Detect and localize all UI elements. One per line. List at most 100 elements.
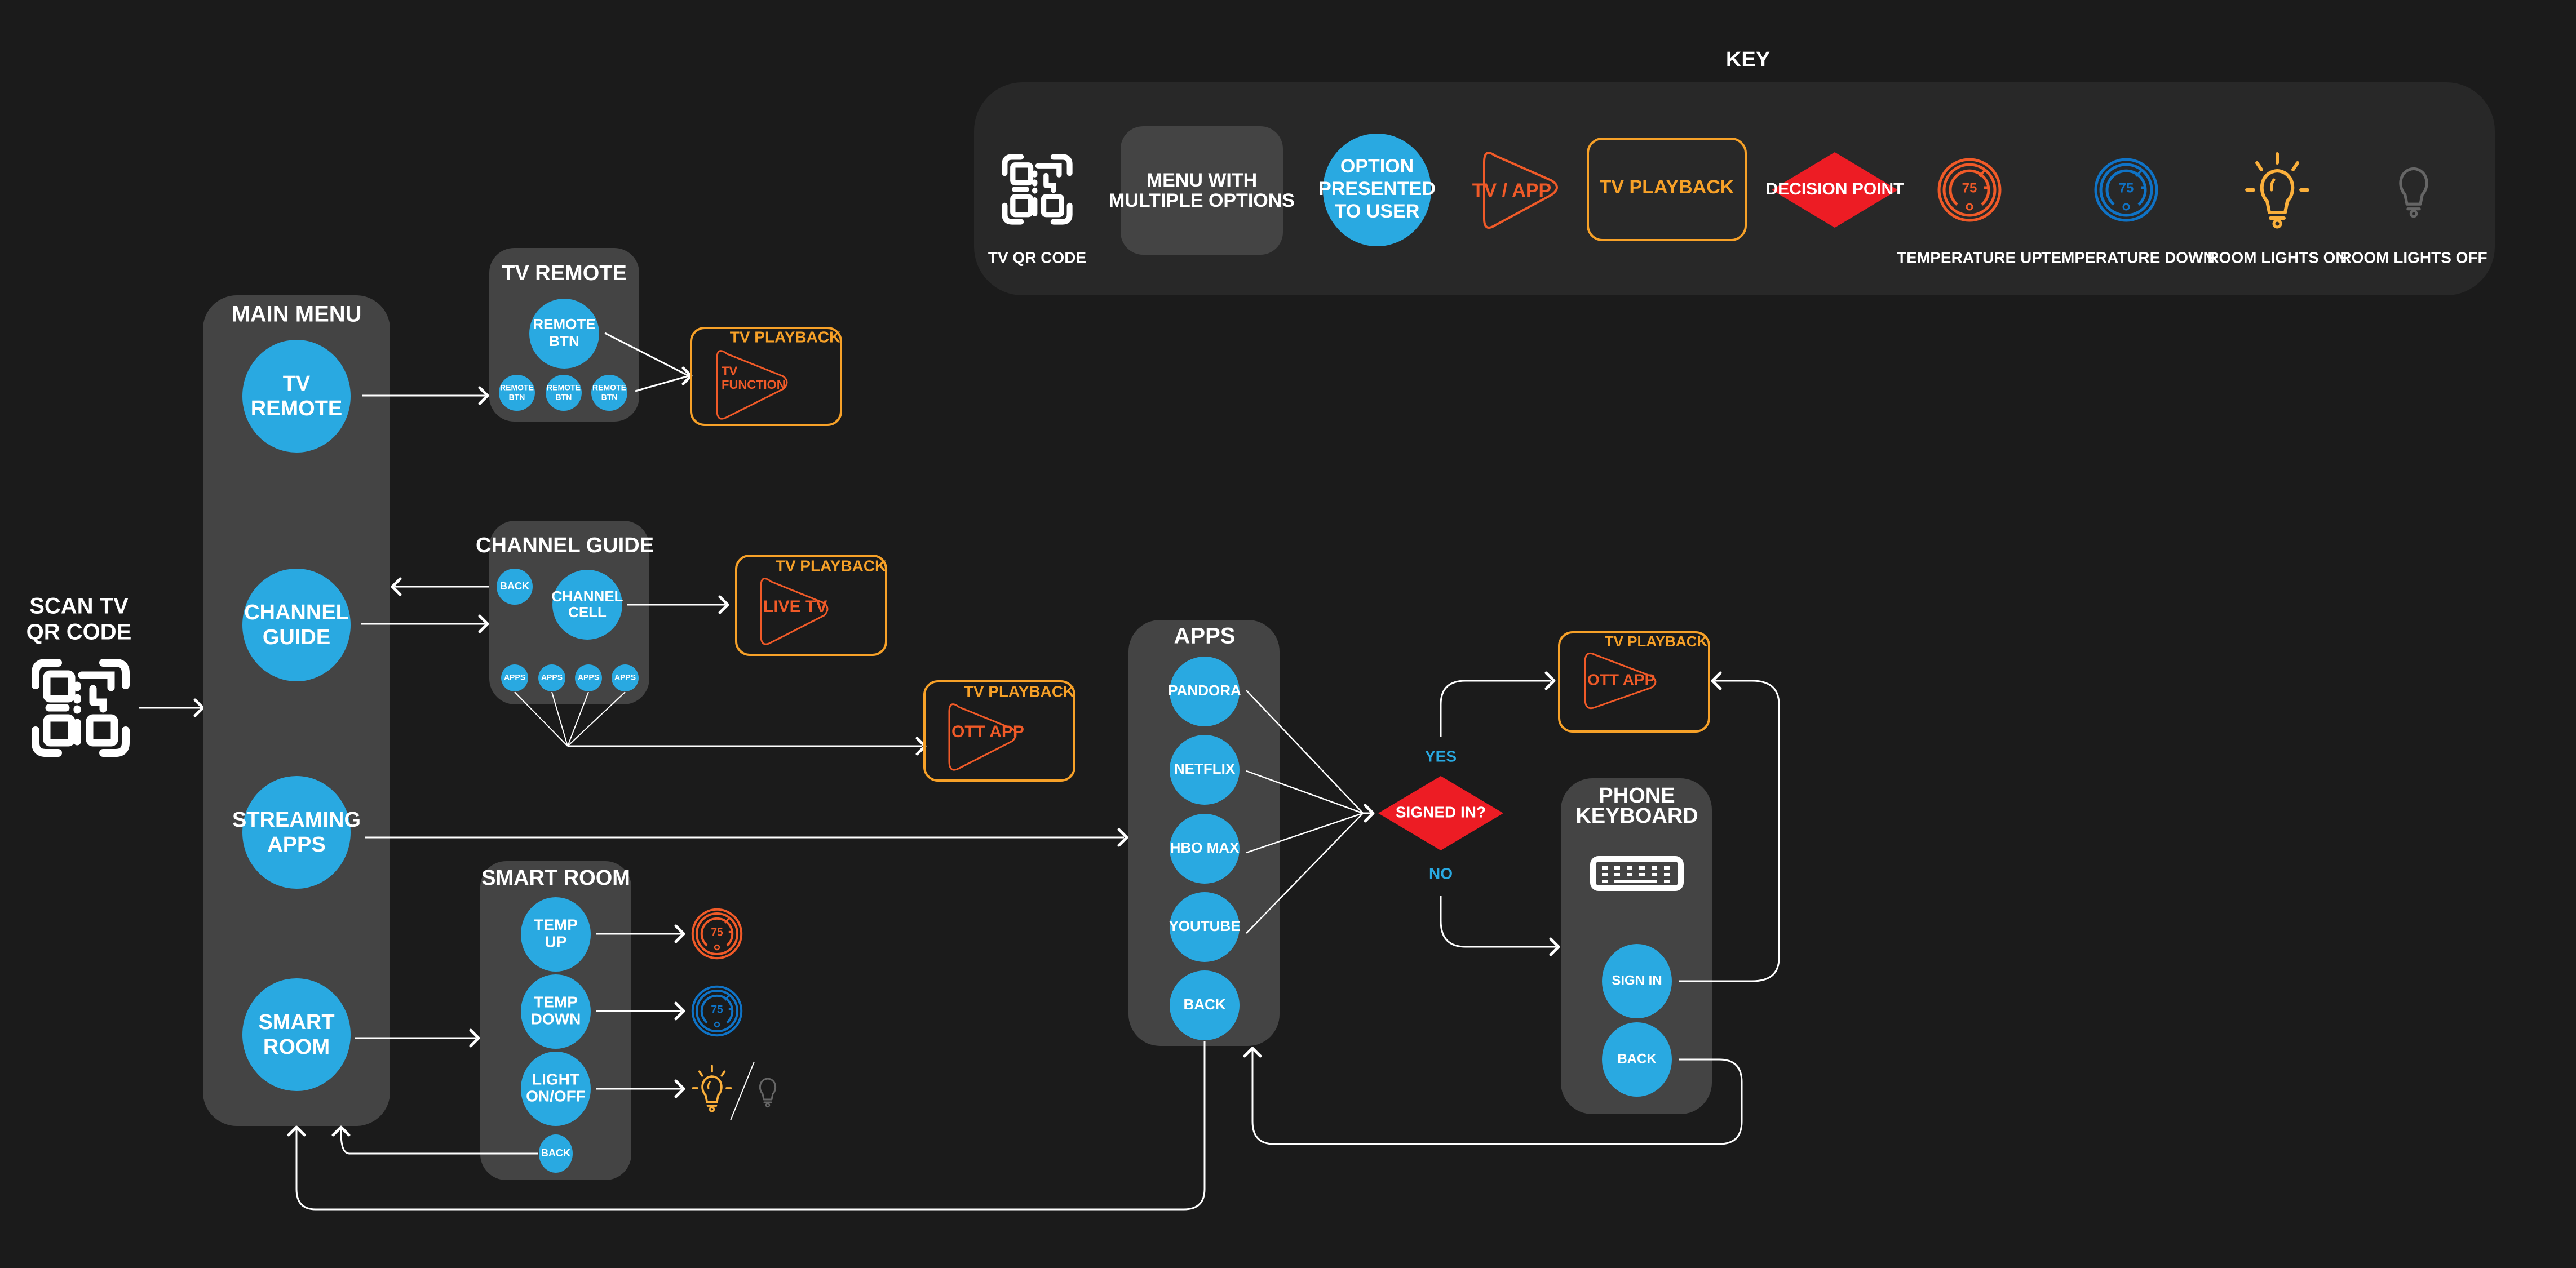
tv-remote-playback: TV PLAYBACK TV FUNCTION bbox=[690, 327, 842, 426]
tv-remote-small-btn-1[interactable]: REMOTE BTN bbox=[499, 375, 535, 411]
arrow-sign-in-to-ott bbox=[1679, 680, 1780, 982]
tv-remote-main-btn[interactable]: REMOTE BTN bbox=[529, 299, 599, 369]
key-label-lights-on: ROOM LIGHTS ON bbox=[2207, 249, 2347, 266]
key-item-lights-on: ROOM LIGHTS ON bbox=[2207, 154, 2347, 266]
apps-back[interactable]: BACK bbox=[1170, 970, 1240, 1040]
channel-guide-cell-btn[interactable]: CHANNEL CELL bbox=[551, 570, 623, 640]
playback-title: TV PLAYBACK bbox=[776, 557, 887, 574]
key-label-lights-off: ROOM LIGHTS OFF bbox=[2340, 249, 2487, 266]
channel-guide-app-btn-1[interactable]: APPS bbox=[501, 664, 528, 691]
play-triangle-icon bbox=[948, 703, 1017, 771]
btn-line: SMART bbox=[258, 1010, 334, 1034]
tv-remote-title: TV REMOTE bbox=[502, 261, 627, 285]
key-option-line-2: PRESENTED bbox=[1318, 178, 1436, 199]
btn-line: BTN bbox=[509, 393, 525, 402]
thermostat-reading: 75 bbox=[711, 926, 723, 938]
btn-line: BTN bbox=[556, 393, 572, 402]
btn-label: NETFLIX bbox=[1174, 760, 1236, 777]
decision-label: SIGNED IN? bbox=[1396, 803, 1486, 821]
key-label-temp-down: TEMPERATURE DOWN bbox=[2041, 249, 2214, 266]
btn-label: BACK bbox=[1183, 996, 1225, 1013]
btn-line: DOWN bbox=[531, 1010, 581, 1027]
btn-label: APPS bbox=[541, 673, 563, 682]
main-menu-title: MAIN MENU bbox=[231, 302, 361, 327]
btn-label: BACK bbox=[1617, 1051, 1657, 1066]
btn-label: APPS bbox=[578, 673, 599, 682]
smart-room-temp-up[interactable]: TEMP UP bbox=[521, 897, 591, 972]
btn-label: YOUTUBE bbox=[1169, 917, 1240, 934]
btn-line: BTN bbox=[601, 393, 618, 402]
key-playback-swatch bbox=[1587, 138, 1747, 241]
btn-line: BTN bbox=[549, 332, 579, 349]
key-playback-label: TV PLAYBACK bbox=[1600, 176, 1734, 198]
btn-line: CELL bbox=[568, 604, 607, 620]
btn-line: REMOTE bbox=[500, 383, 534, 392]
tv-remote-small-btn-3[interactable]: REMOTE BTN bbox=[591, 375, 627, 411]
thermostat-up-icon: 75 bbox=[1939, 159, 2000, 220]
key-option-line-3: TO USER bbox=[1335, 201, 1420, 222]
keyboard-icon bbox=[1590, 856, 1684, 891]
playback-title: TV PLAYBACK bbox=[1605, 633, 1708, 650]
key-panel bbox=[974, 82, 2495, 295]
smart-room-light-toggle[interactable]: LIGHT ON/OFF bbox=[521, 1052, 591, 1126]
apps-pandora[interactable]: PANDORA bbox=[1168, 657, 1241, 726]
channel-guide-back-btn[interactable]: BACK bbox=[497, 569, 533, 605]
playback-label-line: FUNCTION bbox=[722, 378, 786, 392]
btn-line: REMOTE bbox=[592, 383, 626, 392]
btn-line: TV bbox=[283, 372, 311, 396]
channel-guide-title: CHANNEL GUIDE bbox=[476, 534, 654, 557]
main-menu-streaming-apps[interactable]: STREAMING APPS bbox=[232, 776, 361, 889]
btn-line: UP bbox=[545, 933, 567, 950]
live-tv-playback: TV PLAYBACK LIVE TV bbox=[735, 555, 887, 656]
start-node[interactable]: SCAN TV QR CODE bbox=[26, 594, 132, 753]
key-menu-line-2: MULTIPLE OPTIONS bbox=[1109, 190, 1295, 211]
key-label-qr: TV QR CODE bbox=[988, 249, 1086, 266]
arrow-apps-back-to-main bbox=[295, 1041, 1206, 1211]
smart-room-back[interactable]: BACK bbox=[539, 1134, 573, 1173]
arrow-remote-btn-to-playback bbox=[604, 332, 689, 377]
btn-line: GUIDE bbox=[263, 626, 330, 649]
btn-label: HBO MAX bbox=[1170, 839, 1240, 856]
btn-line: ROOM bbox=[263, 1035, 330, 1059]
arrow-keyboard-back-to-apps bbox=[1251, 1050, 1743, 1145]
phone-keyboard-back[interactable]: BACK bbox=[1602, 1022, 1672, 1097]
key-item-qr: TV QR CODE bbox=[988, 157, 1086, 266]
playback-title: TV PLAYBACK bbox=[730, 328, 841, 345]
key-label-temp-up: TEMPERATURE UP bbox=[1897, 249, 2042, 266]
main-menu-tv-remote[interactable]: TV REMOTE bbox=[242, 340, 351, 453]
key-item-temp-down: 75 TEMPERATURE DOWN bbox=[2041, 159, 2215, 266]
slash-divider bbox=[730, 1061, 755, 1121]
btn-label: BACK bbox=[541, 1147, 570, 1159]
main-menu-channel-guide[interactable]: CHANNEL GUIDE bbox=[242, 569, 351, 681]
key-item-decision: DECISION POINT bbox=[1765, 152, 1904, 228]
main-menu-smart-room[interactable]: SMART ROOM bbox=[242, 978, 351, 1091]
btn-label: SIGN IN bbox=[1612, 973, 1662, 988]
thermostat-down-icon: 75 bbox=[2096, 159, 2157, 220]
key-item-playback: TV PLAYBACK bbox=[1587, 138, 1747, 241]
phone-keyboard-sign-in[interactable]: SIGN IN bbox=[1602, 944, 1672, 1018]
thermostat-reading: 75 bbox=[711, 1004, 723, 1016]
key-decision-label: DECISION POINT bbox=[1765, 180, 1904, 198]
tv-remote-small-btn-2[interactable]: REMOTE BTN bbox=[546, 375, 582, 411]
apps-fan-lines bbox=[514, 691, 626, 747]
arrow-remote-small-to-playback bbox=[635, 375, 689, 392]
lightbulb-on-icon bbox=[692, 1065, 732, 1112]
play-triangle-icon bbox=[1584, 652, 1657, 710]
btn-line: LIGHT bbox=[532, 1070, 579, 1088]
apps-youtube[interactable]: YOUTUBE bbox=[1169, 892, 1241, 962]
channel-guide-app-btn-3[interactable]: APPS bbox=[575, 664, 602, 691]
start-line-1: SCAN TV bbox=[29, 594, 129, 619]
thermostat-down-icon: 75 bbox=[693, 987, 741, 1035]
smart-room-title: SMART ROOM bbox=[481, 866, 630, 890]
apps-netflix[interactable]: NETFLIX bbox=[1170, 735, 1240, 805]
arrow-no-to-keyboard bbox=[1440, 896, 1556, 948]
channel-guide-app-btn-4[interactable]: APPS bbox=[612, 664, 639, 691]
apps-hbo-max[interactable]: HBO MAX bbox=[1170, 814, 1240, 884]
key-item-option: OPTION PRESENTED TO USER bbox=[1318, 134, 1436, 246]
channel-guide-app-btn-2[interactable]: APPS bbox=[538, 664, 565, 691]
phone-keyboard-title-2: KEYBOARD bbox=[1575, 804, 1698, 828]
playback-label-line: TV bbox=[722, 364, 737, 378]
smart-room-temp-down[interactable]: TEMP DOWN bbox=[521, 974, 591, 1049]
decision-no-label: NO bbox=[1429, 864, 1453, 882]
